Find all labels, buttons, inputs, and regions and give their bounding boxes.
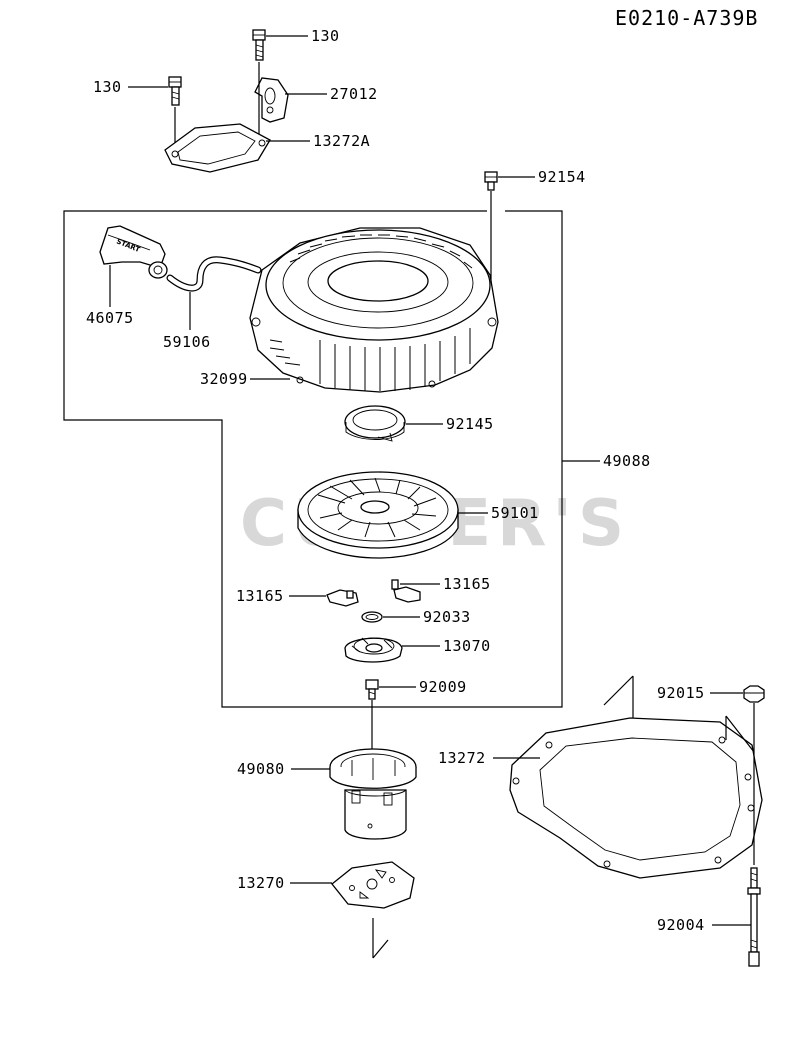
label-13070: 13070 <box>443 637 491 655</box>
label-59101: 59101 <box>491 504 539 522</box>
label-46075: 46075 <box>86 309 134 327</box>
stud-bolt-92004[interactable] <box>747 867 761 967</box>
label-13165-left: 13165 <box>236 587 284 605</box>
nut-92015[interactable] <box>743 685 765 703</box>
label-13272: 13272 <box>438 749 486 767</box>
label-49088: 49088 <box>603 452 651 470</box>
label-92004: 92004 <box>657 916 705 934</box>
bolt-130-left[interactable] <box>168 76 182 106</box>
plate-13270[interactable] <box>331 861 415 909</box>
label-92015: 92015 <box>657 684 705 702</box>
label-92033: 92033 <box>423 608 471 626</box>
ratchet-13070[interactable] <box>344 637 403 663</box>
label-59106: 59106 <box>163 333 211 351</box>
label-92145: 92145 <box>446 415 494 433</box>
gasket-13272[interactable] <box>509 717 763 879</box>
label-13270: 13270 <box>237 874 285 892</box>
starter-pulley-49080[interactable] <box>329 748 417 840</box>
pawl-13165-left[interactable] <box>326 589 359 607</box>
label-49080: 49080 <box>237 760 285 778</box>
starter-rope-59106[interactable] <box>166 256 262 292</box>
cover-plate-13272A[interactable] <box>164 123 271 173</box>
screw-92009[interactable] <box>365 679 379 700</box>
reel-59101[interactable] <box>297 471 459 559</box>
recoil-housing-32099[interactable] <box>249 227 499 393</box>
label-32099: 32099 <box>200 370 248 388</box>
diagram-reference-code: E0210-A739B <box>615 6 758 30</box>
assembly-49088-outline <box>63 210 563 708</box>
label-130-top: 130 <box>311 27 340 45</box>
starter-handle-46075[interactable]: START <box>99 225 168 279</box>
spring-92033[interactable] <box>361 611 383 623</box>
label-27012: 27012 <box>330 85 378 103</box>
label-92009: 92009 <box>419 678 467 696</box>
label-13165-right: 13165 <box>443 575 491 593</box>
pawl-13165-right[interactable] <box>391 579 421 603</box>
label-130-left: 130 <box>93 78 122 96</box>
recoil-spring-92145[interactable] <box>344 405 406 442</box>
label-13272A: 13272A <box>313 132 370 150</box>
bracket-27012[interactable] <box>254 77 289 123</box>
label-92154: 92154 <box>538 168 586 186</box>
bolt-92154[interactable] <box>484 171 498 191</box>
bolt-130-top[interactable] <box>252 29 266 61</box>
